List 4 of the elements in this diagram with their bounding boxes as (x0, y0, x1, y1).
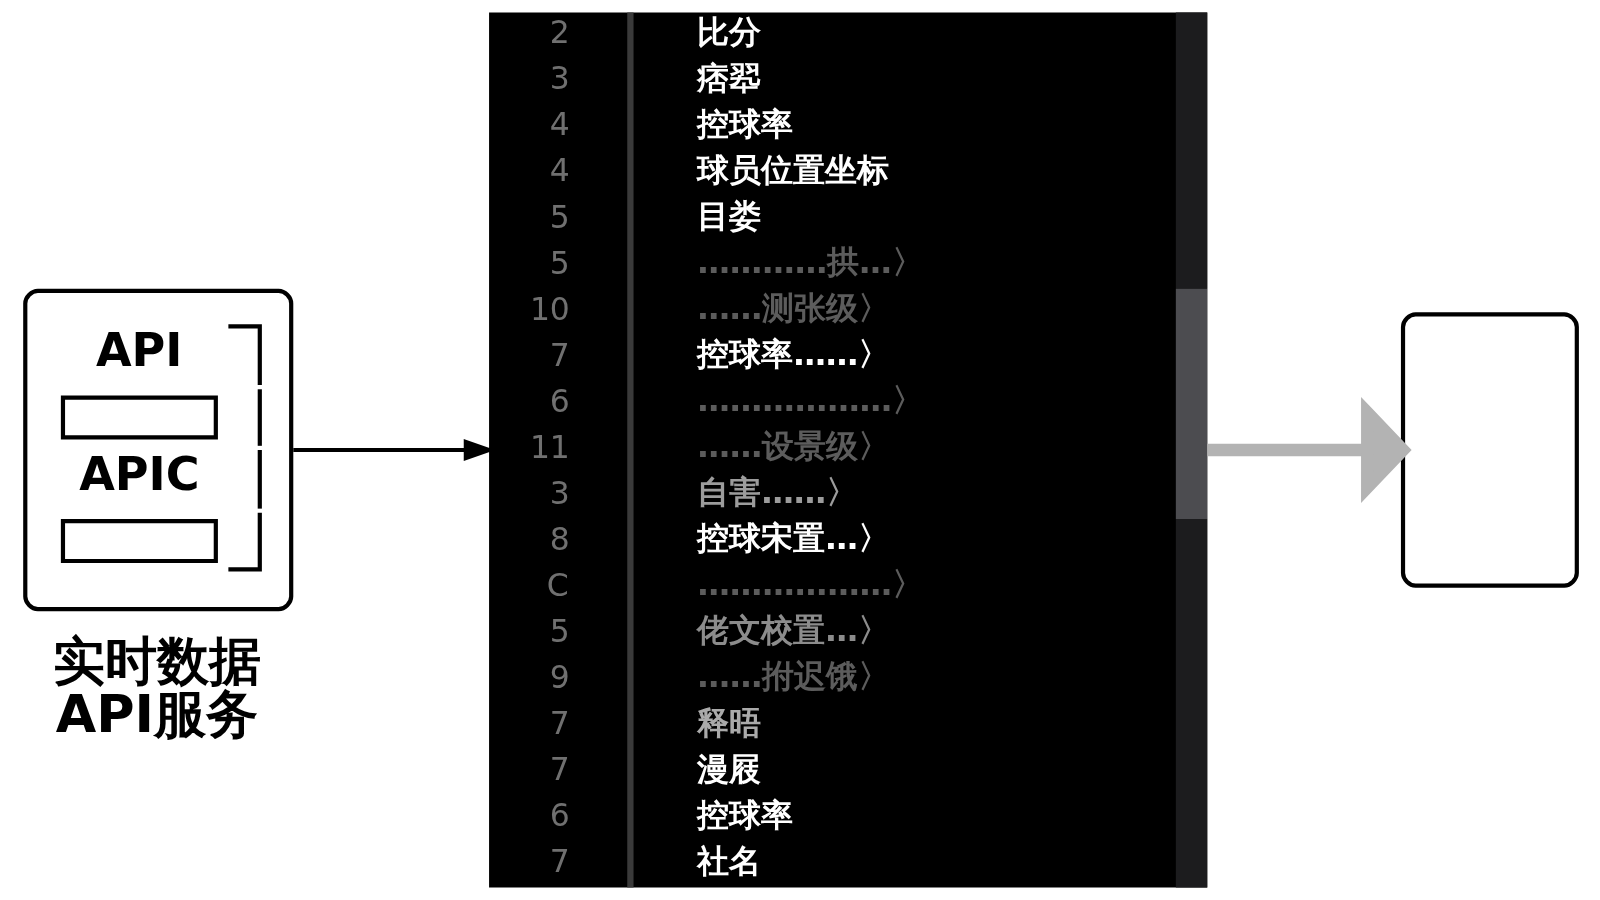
node-box (1400, 312, 1579, 588)
arrow (1207, 396, 1412, 504)
node-box: API APIC (23, 288, 294, 612)
node-label: 实时数据API服务 (52, 630, 261, 744)
